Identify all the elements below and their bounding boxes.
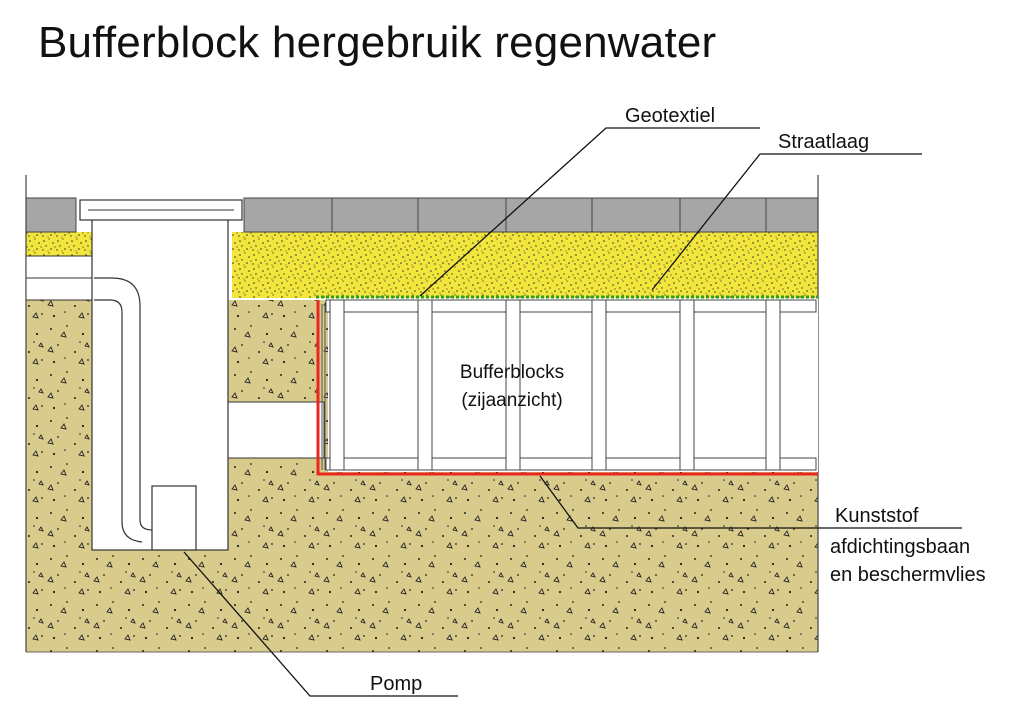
sand-bed-right — [232, 232, 818, 298]
pump — [151, 485, 197, 551]
label-zijaanzicht: (zijaanzicht) — [461, 390, 562, 411]
label-afdichtingsbaan: afdichtingsbaan — [830, 536, 970, 558]
pressure-pipe-inner — [94, 299, 143, 543]
bufferblocks — [321, 298, 818, 472]
inflow-pipe — [25, 255, 95, 301]
sealing-membrane — [316, 300, 818, 476]
paving-layer — [25, 197, 819, 233]
label-pomp: Pomp — [370, 673, 422, 695]
leader-lines — [183, 127, 962, 697]
sand-bed-left — [26, 232, 92, 256]
label-beschermvlies: en beschermvlies — [830, 564, 986, 586]
overflow-pipe — [227, 401, 325, 459]
label-kunststof: Kunststof — [835, 505, 919, 527]
label-bufferblocks: Bufferblocks — [460, 362, 564, 383]
pressure-pipe — [94, 277, 153, 531]
label-geotextiel: Geotextiel — [625, 105, 715, 127]
diagram-title: Bufferblock hergebruik regenwater — [38, 18, 717, 67]
label-straatlaag: Straatlaag — [778, 131, 869, 153]
